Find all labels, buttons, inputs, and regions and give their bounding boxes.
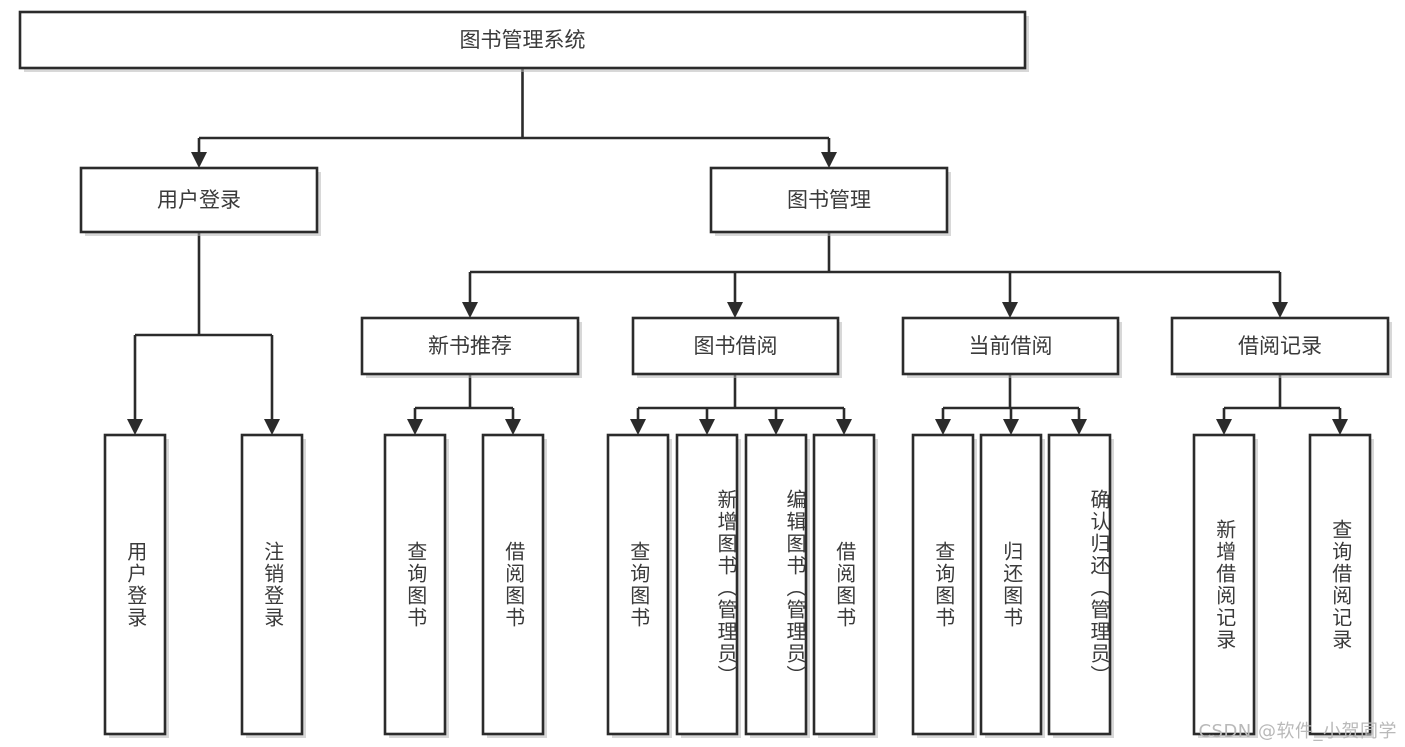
node-leaf-edit-book-box[interactable] xyxy=(744,433,808,736)
node-layer: 图书管理系统 用户登录 图书管理 新书推荐 图书借阅 当前借阅 借阅记录 xyxy=(18,10,1392,738)
node-leaf-query-book-1-box[interactable] xyxy=(383,433,447,736)
node-leaf-user-login-box[interactable] xyxy=(103,433,167,736)
node-book-borrow-box[interactable] xyxy=(631,316,840,376)
arrow-head-leaf-add-book xyxy=(699,419,715,435)
arrow-head-leaf-edit-book xyxy=(768,419,784,435)
node-leaf-return-book-box[interactable] xyxy=(979,433,1043,736)
arrow-head-leaf-query-book-3 xyxy=(935,419,951,435)
arrow-head-book-borrow xyxy=(727,302,743,318)
node-new-book-rec-label: 新书推荐 xyxy=(428,334,512,358)
node-leaf-query-record-box[interactable] xyxy=(1308,433,1372,736)
node-user-login-label: 用户登录 xyxy=(157,188,241,212)
arrow-head-leaf-user-login xyxy=(127,419,143,435)
arrow-head-leaf-borrow-book-1 xyxy=(505,419,521,435)
csdn-watermark: CSDN @软件_小贺同学 xyxy=(1198,721,1397,742)
arrow-head-new-book-rec xyxy=(462,302,478,318)
edge-layer xyxy=(127,68,1348,435)
node-borrow-record-label: 借阅记录 xyxy=(1238,334,1322,358)
node-leaf-add-book-box[interactable] xyxy=(675,433,739,736)
arrow-head-leaf-query-book-1 xyxy=(407,419,423,435)
arrow-head-leaf-add-record xyxy=(1216,419,1232,435)
arrow-head-leaf-query-record xyxy=(1332,419,1348,435)
node-current-borrow-box[interactable] xyxy=(901,316,1120,376)
node-leaf-add-record-box[interactable] xyxy=(1192,433,1256,736)
arrow-head-leaf-borrow-book-2 xyxy=(836,419,852,435)
node-leaf-logout-box[interactable] xyxy=(240,433,304,736)
node-leaf-query-book-2-box[interactable] xyxy=(606,433,670,736)
node-borrow-record-box[interactable] xyxy=(1170,316,1390,376)
node-leaf-confirm-return-box[interactable] xyxy=(1047,433,1112,736)
node-leaf-query-book-3-box[interactable] xyxy=(911,433,975,736)
arrow-head-current-borrow xyxy=(1002,302,1018,318)
node-root-label: 图书管理系统 xyxy=(460,28,586,52)
arrow-head-borrow-record xyxy=(1272,302,1288,318)
arrow-head-user-login xyxy=(191,152,207,168)
node-root-box[interactable] xyxy=(18,10,1027,70)
arrow-head-book-mgmt xyxy=(821,152,837,168)
node-new-book-rec-box[interactable] xyxy=(360,316,580,376)
node-leaf-borrow-book-2-box[interactable] xyxy=(812,433,876,736)
arrow-head-leaf-query-book-2 xyxy=(630,419,646,435)
node-book-mgmt-label: 图书管理 xyxy=(787,188,871,212)
node-book-mgmt-box[interactable] xyxy=(709,166,949,234)
arrow-head-leaf-confirm-return xyxy=(1071,419,1087,435)
arrow-head-leaf-return-book xyxy=(1003,419,1019,435)
node-user-login-box[interactable] xyxy=(79,166,319,234)
node-leaf-borrow-book-1-box[interactable] xyxy=(481,433,545,736)
node-book-borrow-label: 图书借阅 xyxy=(694,334,778,358)
node-current-borrow-label: 当前借阅 xyxy=(969,334,1053,358)
arrow-head-leaf-logout xyxy=(264,419,280,435)
